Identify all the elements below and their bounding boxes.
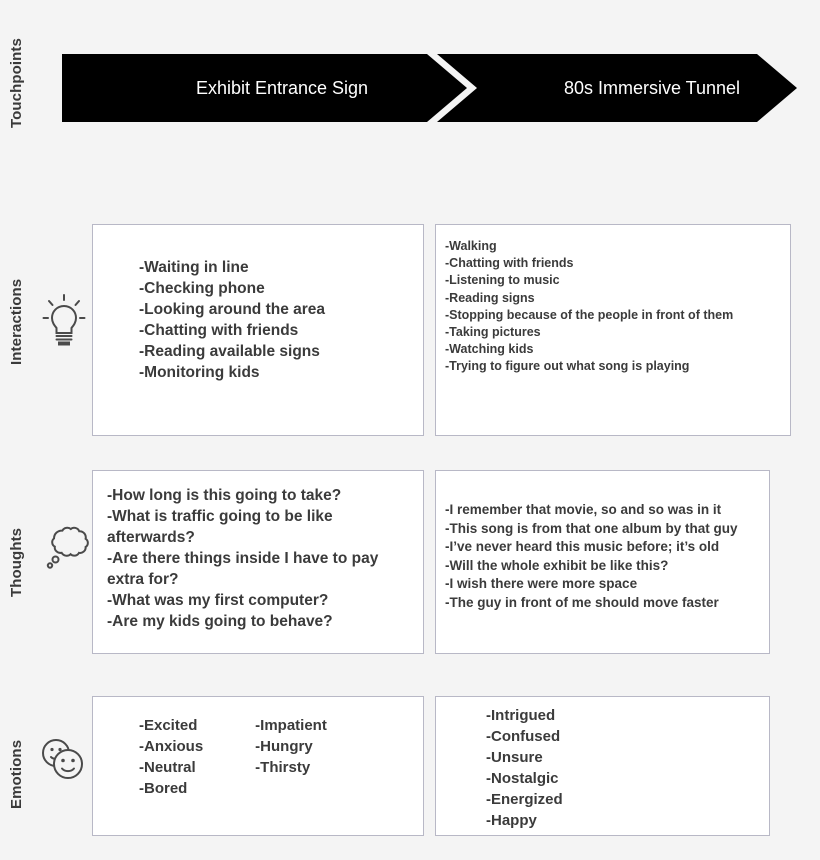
list-item: -Bored: [139, 780, 188, 797]
row-label-emotions: Emotions: [8, 739, 25, 809]
card-thoughts-stage-2[interactable]: -I remember that movie, so and so was in…: [435, 470, 770, 654]
list-item: -Taking pictures: [445, 325, 541, 340]
touchpoint-stage-1-label[interactable]: Exhibit Entrance Sign: [195, 78, 369, 98]
row-label-touchpoints: Touchpoints: [8, 38, 25, 128]
list-item: -Energized: [486, 791, 563, 808]
card-emotions-stage-1[interactable]: -Excited -Anxious -Neutral -Bored -Impat…: [92, 696, 424, 836]
emotions-stage-1-column-2: -Impatient -Hungry -Thirsty: [255, 715, 327, 799]
thoughts-stage-1-list: -How long is this going to take? -What i…: [107, 485, 413, 632]
card-interactions-stage-2[interactable]: -Walking -Chatting with friends -Listeni…: [435, 224, 791, 436]
list-item: -Chatting with friends: [139, 322, 299, 339]
thought-bubble-icon: [38, 522, 90, 579]
list-item: -This song is from that one album by tha…: [445, 520, 738, 536]
list-item: -Thirsty: [255, 759, 311, 776]
list-item: -Stopping because of the people in front…: [445, 307, 734, 322]
list-item: -How long is this going to take?: [107, 487, 342, 504]
row-label-interactions: Interactions: [8, 278, 25, 366]
list-item: -I wish there were more space: [445, 576, 638, 592]
touchpoints-banner: Exhibit Entrance Sign 80s Immersive Tunn…: [62, 54, 797, 122]
list-item: -Excited: [139, 717, 198, 734]
list-item: -What is traffic going to be like afterw…: [107, 508, 333, 546]
thoughts-stage-2-list: -I remember that movie, so and so was in…: [445, 501, 763, 613]
list-item: -Unsure: [486, 749, 543, 766]
lightbulb-icon: [42, 292, 86, 353]
interactions-stage-1-list: -Waiting in line -Checking phone -Lookin…: [139, 257, 413, 383]
list-item: -Reading available signs: [139, 343, 320, 360]
list-item: -Nostalgic: [486, 770, 559, 787]
list-item: -Neutral: [139, 759, 196, 776]
card-thoughts-stage-1[interactable]: -How long is this going to take? -What i…: [92, 470, 424, 654]
list-item: -Looking around the area: [139, 301, 326, 318]
touchpoint-stage-2-label[interactable]: 80s Immersive Tunnel: [563, 78, 741, 98]
card-emotions-stage-2[interactable]: -Intrigued -Confused -Unsure -Nostalgic …: [435, 696, 770, 836]
list-item: -What was my first computer?: [107, 592, 329, 609]
touchpoint-segment-1-shape: [62, 54, 467, 122]
list-item: -Chatting with friends: [445, 256, 574, 271]
list-item: -Confused: [486, 728, 561, 745]
list-item: -Walking: [445, 239, 497, 253]
list-item: -I remember that movie, so and so was in…: [445, 502, 722, 517]
list-item: -Monitoring kids: [139, 364, 260, 381]
list-item: -Are there things inside I have to pay e…: [107, 550, 379, 588]
list-item: -Will the whole exhibit be like this?: [445, 557, 669, 573]
list-item: -The guy in front of me should move fast…: [445, 594, 719, 610]
list-item: -Reading signs: [445, 290, 535, 305]
list-item: -Intrigued: [486, 707, 556, 724]
touchpoint-segment-2-shape: [437, 54, 797, 122]
list-item: -Are my kids going to behave?: [107, 613, 333, 630]
interactions-stage-2-list: -Walking -Chatting with friends -Listeni…: [445, 238, 784, 376]
emotions-stage-2-list: -Intrigued -Confused -Unsure -Nostalgic …: [486, 705, 763, 831]
list-item: -Trying to figure out what song is playi…: [445, 359, 690, 374]
smiley-faces-icon: [34, 736, 90, 789]
card-interactions-stage-1[interactable]: -Waiting in line -Checking phone -Lookin…: [92, 224, 424, 436]
list-item: -Anxious: [139, 738, 204, 755]
list-item: -Happy: [486, 812, 537, 829]
list-item: -Impatient: [255, 717, 327, 734]
list-item: -Waiting in line: [139, 259, 249, 276]
list-item: -Checking phone: [139, 280, 265, 297]
list-item: -Listening to music: [445, 273, 560, 288]
list-item: -Hungry: [255, 738, 313, 755]
emotions-stage-1-column-1: -Excited -Anxious -Neutral -Bored: [139, 715, 203, 799]
list-item: -Watching kids: [445, 342, 534, 357]
list-item: -I’ve never heard this music before; it’…: [445, 539, 720, 555]
row-label-thoughts: Thoughts: [8, 527, 25, 597]
